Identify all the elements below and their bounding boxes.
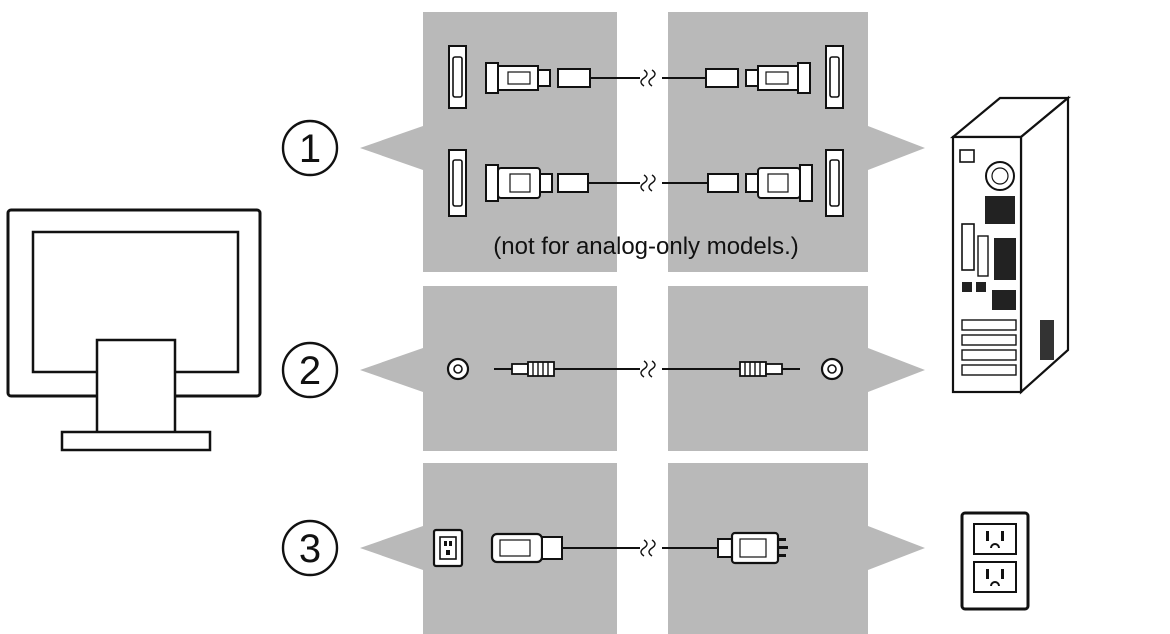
- vga-port-right-icon: [825, 45, 844, 109]
- panel-left-3: [360, 463, 617, 634]
- panel-left-2: [360, 286, 617, 451]
- dvi-port-left-icon: [448, 149, 467, 217]
- step-number-2: 2: [281, 341, 339, 399]
- power-cord: [432, 528, 788, 568]
- computer-tower-icon: [949, 95, 1072, 395]
- monitor-icon: [6, 208, 262, 452]
- audio-jack-left-icon: [446, 357, 470, 381]
- dvi-cable: [448, 149, 844, 217]
- step-number-3: 3: [281, 519, 339, 577]
- wall-outlet-icon: [960, 511, 1030, 611]
- audio-jack-right-icon: [820, 357, 844, 381]
- dvi-plug-left-icon: [485, 164, 589, 202]
- step-number-1: 1: [281, 119, 339, 177]
- svg-text:3: 3: [299, 527, 321, 571]
- power-plug-left-icon: [490, 532, 563, 564]
- audio-cable: [446, 357, 844, 381]
- power-socket-icon: [432, 528, 464, 568]
- analog-only-note: (not for analog-only models.): [493, 233, 798, 260]
- panel-row-3: [360, 463, 925, 634]
- vga-port-left-icon: [448, 45, 467, 109]
- svg-text:1: 1: [299, 127, 321, 171]
- dvi-plug-right-icon: [707, 164, 813, 202]
- audio-plug-right-icon: [739, 361, 800, 377]
- vga-plug-right-icon: [705, 62, 811, 94]
- vga-cable: [448, 45, 844, 109]
- vga-plug-left-icon: [485, 62, 591, 94]
- dvi-port-right-icon: [825, 149, 844, 217]
- power-plug-right-icon: [717, 531, 788, 565]
- panel-left-1: [360, 12, 617, 272]
- panel-right-3: [668, 463, 925, 634]
- svg-text:2: 2: [299, 349, 321, 393]
